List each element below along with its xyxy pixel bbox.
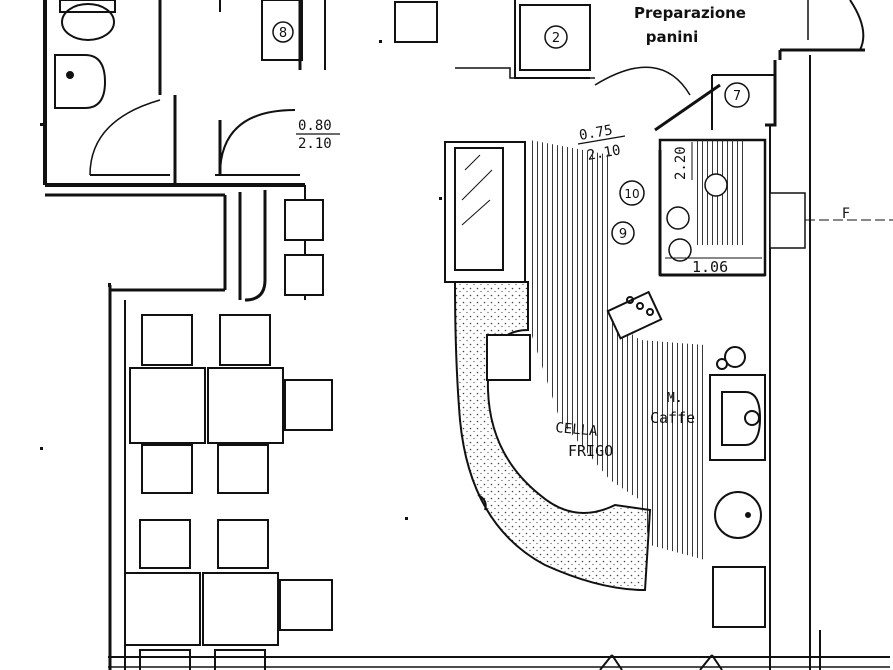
marker-2-circle [544, 25, 568, 49]
table [202, 572, 279, 646]
sink [54, 54, 107, 109]
small-equipment [606, 290, 663, 340]
coffee-label-2: Caffe [650, 409, 695, 427]
chair [219, 314, 271, 366]
chair [139, 519, 191, 569]
door-leaf-prep [654, 83, 721, 132]
marker-2: 2 [552, 31, 560, 46]
prep-area-label-2: panini [646, 28, 699, 46]
marker-10-circle [619, 180, 645, 206]
prep-area-label: Preparazione [634, 4, 746, 22]
svg-text:1.06: 1.06 [692, 258, 728, 276]
bar-counter [453, 281, 652, 592]
marker-8-circle [272, 21, 294, 43]
coffee-label: M. [667, 391, 683, 406]
dining-tables [124, 314, 333, 670]
stools-bench [284, 199, 324, 296]
marker-7: 7 [733, 89, 741, 104]
svg-text:F: F [842, 206, 850, 222]
right-appliances [709, 346, 766, 628]
marker-10: 10 [624, 187, 639, 201]
dim-vertical-c: 2.20 [673, 142, 693, 180]
door-swing-wc [89, 99, 161, 176]
svg-text:2.20: 2.20 [673, 146, 689, 180]
chair [217, 444, 269, 494]
prep-room [658, 138, 767, 277]
svg-text:0.75: 0.75 [578, 122, 614, 144]
door-swing-antibagno [219, 109, 296, 176]
marker-8: 8 [279, 26, 287, 41]
chair [141, 314, 193, 366]
door-swing-prep [594, 66, 691, 96]
table [129, 367, 206, 444]
bar-hatched-floor [530, 140, 705, 560]
svg-text:0.80: 0.80 [298, 118, 332, 134]
entrance-marks [599, 630, 821, 670]
counter-end-mark [477, 494, 487, 511]
back-bar-cabinet [444, 141, 526, 283]
guide-marks [40, 40, 442, 520]
svg-text:2.10: 2.10 [298, 136, 332, 152]
counter-equipment [486, 334, 531, 381]
dining-walls [45, 185, 890, 670]
table [124, 572, 201, 646]
chair [141, 444, 193, 494]
chair [217, 519, 269, 569]
bathroom-block [43, 0, 326, 187]
chair [284, 379, 333, 431]
cold-room-label-2: FRIGO [568, 442, 613, 460]
cold-room-label: CELLA [555, 420, 599, 440]
marker-9: 9 [619, 227, 627, 242]
chair [279, 579, 333, 631]
toilet [59, 0, 116, 41]
top-equipment [394, 0, 595, 79]
dim-door-a: 0.80 2.10 [296, 118, 340, 152]
dim-width-d: 1.06 [665, 257, 762, 276]
section-mark: F [769, 192, 893, 249]
cabinet-8 [261, 0, 303, 61]
table [207, 367, 284, 444]
marker-7-circle [724, 82, 750, 108]
marker-9-circle [611, 221, 635, 245]
